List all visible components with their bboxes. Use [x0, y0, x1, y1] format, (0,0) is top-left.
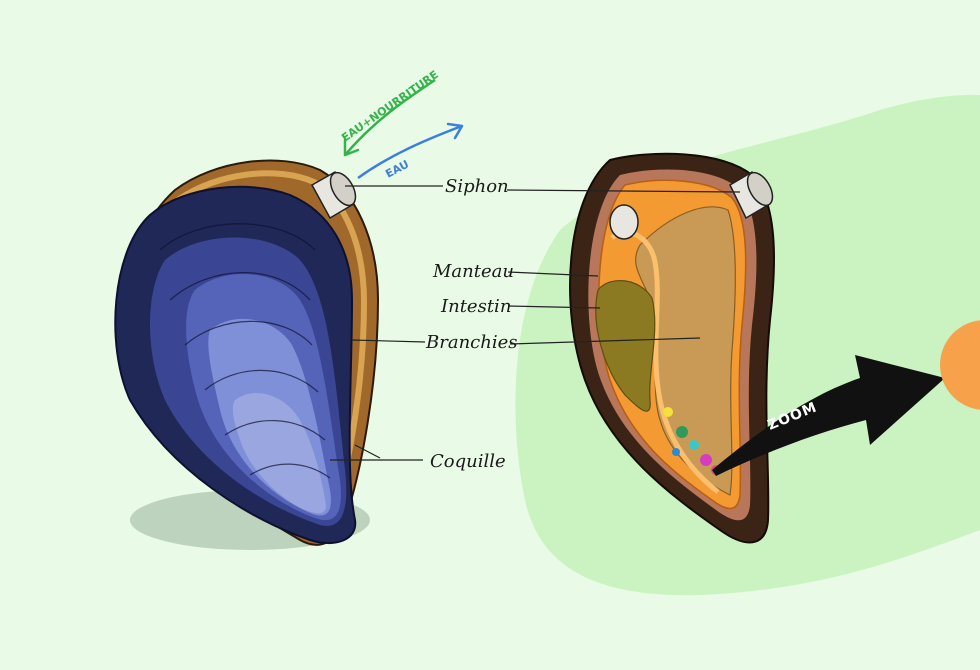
outgoing-arrow-label: EAU [383, 158, 411, 181]
label-coquille: Coquille [430, 451, 506, 472]
shell-rim-inner [176, 170, 368, 506]
intestine-pocket [595, 279, 656, 412]
whole-mussel [114, 159, 380, 550]
label-siphon: Siphon [445, 176, 509, 197]
outgoing-arrow [357, 124, 463, 180]
intestine-tube [610, 229, 720, 494]
label-branchies: Branchies [425, 332, 517, 353]
leader-lines [330, 185, 741, 461]
incoming-arrow [344, 78, 436, 156]
shell-band-4 [232, 392, 326, 514]
siphon-tube [310, 170, 357, 220]
zoom-detail-circle [940, 320, 980, 410]
adductor-muscle [609, 204, 639, 240]
siphon-tube-cut [729, 170, 774, 220]
growth-lines [159, 223, 331, 479]
incoming-arrow-label: EAU+NOURRITURE [339, 68, 440, 144]
label-manteau: Manteau [432, 261, 514, 282]
label-intestin: Intestin [440, 296, 511, 317]
water-flow-arrows: EAU+NOURRITURE EAU [339, 68, 464, 181]
cut-mussel [569, 152, 775, 544]
